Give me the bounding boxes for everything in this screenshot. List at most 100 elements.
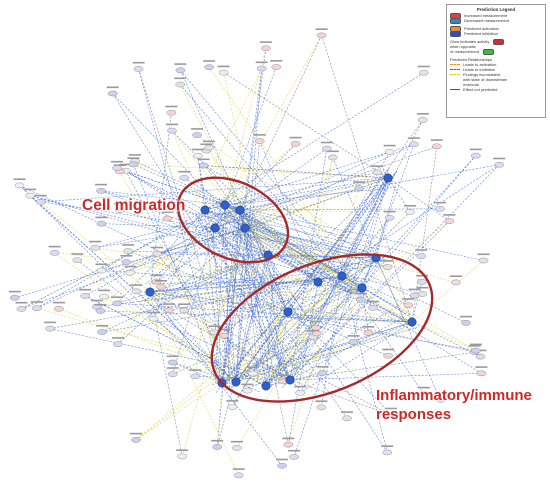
node-label-mark (341, 411, 353, 413)
network-edge (265, 157, 334, 387)
node-label-mark (203, 60, 216, 62)
node-label-mark (165, 105, 178, 108)
node-label-mark (416, 113, 429, 115)
network-edge (138, 68, 237, 383)
network-edge (135, 382, 223, 441)
gene-node (386, 411, 396, 418)
network-edge (367, 177, 389, 254)
gene-node (95, 308, 106, 314)
legend-row: with state of downstream (450, 77, 542, 82)
network-edge (322, 287, 363, 374)
network-edge (214, 227, 241, 237)
network-edge (128, 250, 289, 313)
network-edge (361, 257, 385, 289)
network-edge (235, 275, 345, 383)
node-label-mark (367, 300, 379, 303)
node-label-mark (326, 150, 339, 153)
node-label-mark (404, 205, 416, 207)
network-edge (223, 72, 389, 179)
network-edge (224, 204, 248, 391)
legend-row: Leads to activation (450, 62, 542, 67)
gene-node (162, 215, 173, 222)
prediction-legend: Prediction Legend Increased measurement … (446, 4, 546, 118)
network-edge (353, 287, 363, 343)
network-edge (317, 151, 390, 283)
gene-node (277, 462, 287, 469)
network-edge (284, 177, 389, 386)
network-edge (332, 157, 377, 259)
network-edge (299, 257, 377, 393)
hub-node (407, 317, 417, 327)
network-edge (299, 321, 413, 394)
gene-node (156, 284, 166, 290)
network-edge (101, 223, 216, 229)
node-label-mark (416, 274, 429, 277)
network-edge (215, 177, 389, 393)
gene-node (96, 267, 107, 274)
legend-label: when opposite (450, 44, 476, 49)
node-label-mark (470, 343, 482, 346)
gene-node (198, 162, 209, 169)
node-label-mark (95, 216, 108, 219)
network-edge (235, 305, 294, 383)
gene-node (384, 214, 395, 221)
network-edge (36, 307, 291, 381)
network-edge (133, 164, 223, 384)
network-edge (265, 155, 477, 387)
network-edge (198, 201, 343, 277)
gene-node (90, 244, 101, 251)
node-label-mark (34, 194, 47, 197)
network-edge (411, 281, 423, 323)
gene-node (316, 404, 327, 411)
network-edge (161, 254, 269, 288)
gene-node (494, 161, 505, 168)
legend-prediction-group: Predicted activation Predicted inhibitio… (450, 25, 542, 37)
gene-node (113, 341, 123, 347)
gene-node (177, 453, 187, 460)
network-edge (215, 221, 291, 381)
node-layer (8, 28, 506, 479)
gene-node (327, 154, 338, 161)
node-label-mark (294, 385, 307, 388)
gene-node (354, 185, 365, 192)
gene-node (166, 109, 177, 116)
network-edge (221, 48, 267, 384)
inhibition-swatch (450, 30, 461, 37)
gene-node (121, 259, 132, 265)
network-edge (239, 148, 327, 211)
hub-node (200, 205, 210, 215)
gene-node (417, 279, 427, 285)
network-edge (153, 209, 206, 319)
network-edge (135, 311, 289, 441)
legend-row: Decreased measurement (450, 17, 542, 24)
network-edge (214, 151, 390, 229)
network-edge (204, 209, 222, 387)
network-edge (275, 311, 289, 386)
gene-node (384, 148, 395, 155)
node-label-mark (316, 366, 329, 368)
node-label-mark (348, 288, 361, 291)
inhibition-line-swatch (450, 69, 460, 70)
glow-red-swatch (493, 38, 505, 45)
hub-node (337, 271, 347, 281)
network-edge (235, 258, 266, 383)
network-edge (239, 209, 272, 388)
network-edge (361, 155, 477, 289)
node-label-mark (443, 214, 456, 216)
network-edge (212, 321, 413, 385)
hub-node (285, 375, 295, 385)
node-label-mark (98, 289, 111, 292)
network-edge (214, 177, 389, 208)
node-label-mark (477, 253, 490, 256)
node-label-mark (96, 325, 109, 327)
node-label-mark (112, 337, 124, 339)
network-edge (117, 209, 206, 345)
network-edge (239, 208, 441, 211)
legend-label: with state of downstream (463, 77, 508, 82)
gene-node (219, 332, 229, 339)
gene-node (478, 257, 489, 264)
gene-node (471, 347, 481, 354)
gene-node (356, 296, 366, 303)
gene-node (409, 141, 419, 148)
